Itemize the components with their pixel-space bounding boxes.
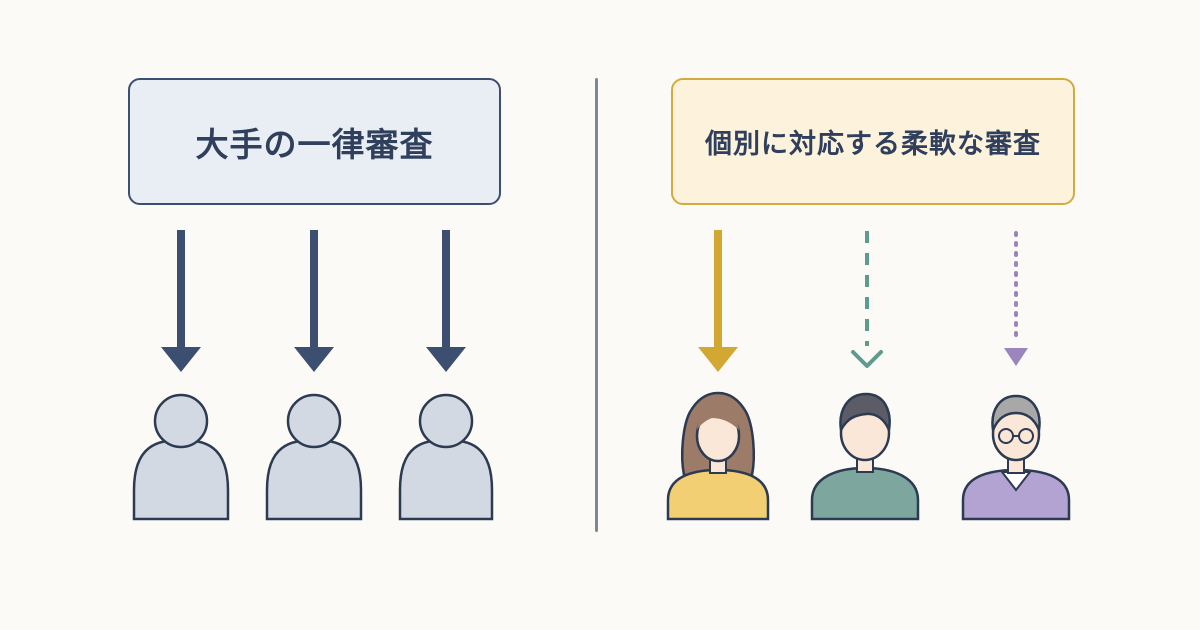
uniform-arrow-2 [294, 230, 334, 372]
teal-dashed-arrow [851, 231, 883, 368]
generic-person-icon-3 [398, 393, 494, 521]
uniform-review-title: 大手の一律審査 [195, 124, 434, 164]
center-divider [595, 78, 598, 532]
uniform-review-label: 大手の一律審査 [128, 78, 501, 205]
elderly-person-icon [961, 394, 1071, 521]
uniform-arrow-1 [161, 230, 201, 372]
uniform-arrow-3 [426, 230, 466, 372]
woman-person-icon [666, 391, 770, 521]
gold-solid-arrow [698, 230, 738, 372]
flexible-review-title: 個別に対応する柔軟な審査 [705, 129, 1041, 160]
man-person-icon [810, 392, 920, 521]
flexible-review-label: 個別に対応する柔軟な審査 [671, 78, 1075, 205]
glasses-icon [998, 428, 1034, 444]
generic-person-icon-1 [132, 393, 230, 521]
purple-dotted-arrow [1004, 231, 1028, 366]
generic-person-icon-2 [265, 393, 363, 521]
